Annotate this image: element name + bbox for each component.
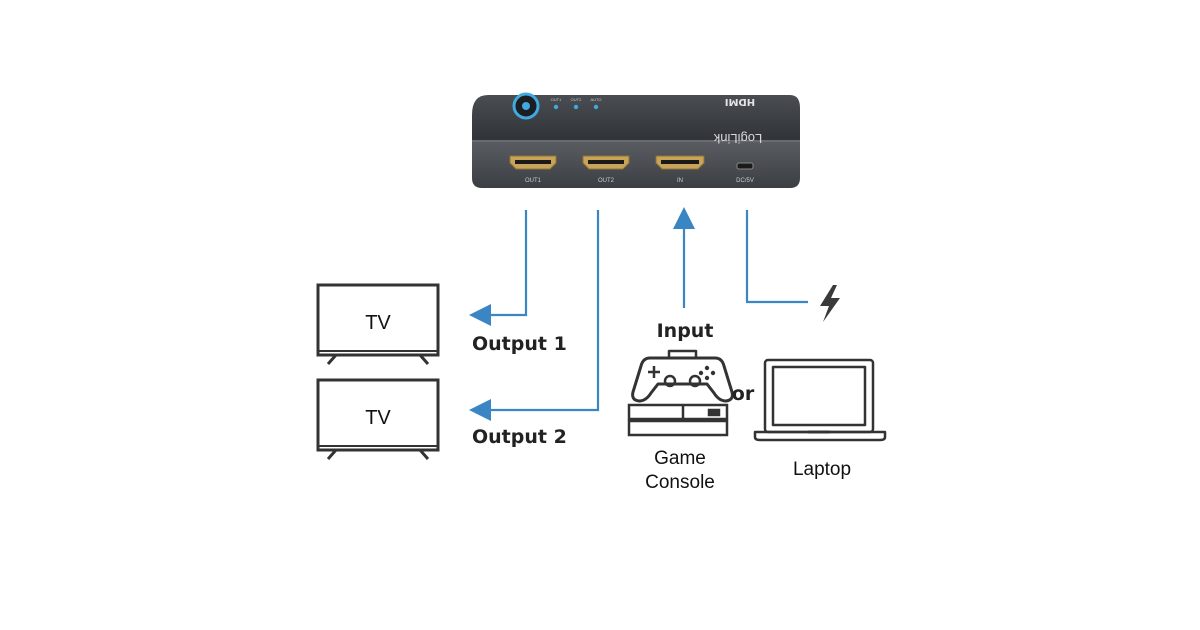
output2-label: Output 2 <box>472 426 567 448</box>
port-label-out1: OUT1 <box>525 178 542 184</box>
output1-line <box>469 210 528 326</box>
port-label-out2: OUT2 <box>598 178 615 184</box>
led-auto <box>593 104 599 110</box>
port-out1 <box>509 155 557 170</box>
device-brand: LogiLink <box>713 131 762 146</box>
tv-bottom-label: TV <box>365 407 391 429</box>
tv-top-screen <box>316 283 440 357</box>
hdmi-logo: HDMI <box>725 96 755 107</box>
port-dc <box>736 162 754 170</box>
or-label: or <box>732 383 755 405</box>
port-out2 <box>582 155 630 170</box>
port-label-in: IN <box>677 178 683 184</box>
led-label-out2: OUT2 <box>571 97 582 102</box>
tv-icon <box>316 378 440 460</box>
output2-line <box>469 210 600 421</box>
game-controller-icon <box>631 349 734 403</box>
power-led <box>522 102 530 110</box>
connection-lines <box>469 207 808 421</box>
lightning-bolt-icon <box>820 285 840 322</box>
game-console-icon <box>627 403 729 437</box>
game-console-label-line1: Game <box>654 448 706 469</box>
laptop-label: Laptop <box>793 459 851 480</box>
led-label-out1: OUT1 <box>551 97 562 102</box>
output1-label: Output 1 <box>472 333 567 355</box>
tv-icon <box>316 283 440 365</box>
device-front-panel <box>472 140 800 188</box>
port-in <box>655 155 705 170</box>
port-label-dc: DC/5V <box>736 178 754 184</box>
hdmi-splitter-device: OUT1 OUT2 AUTO LogiLink HDMI OUT1 OUT2 I… <box>472 92 800 188</box>
led-out2 <box>573 104 579 110</box>
led-out1 <box>553 104 559 110</box>
game-console-label-line2: Console <box>645 472 715 493</box>
tv-top-label: TV <box>365 312 391 334</box>
laptop-icon <box>753 358 887 442</box>
input-label: Input <box>657 320 714 342</box>
tv-bottom-screen <box>316 378 440 452</box>
power-line <box>745 210 808 304</box>
led-label-auto: AUTO <box>590 97 601 102</box>
